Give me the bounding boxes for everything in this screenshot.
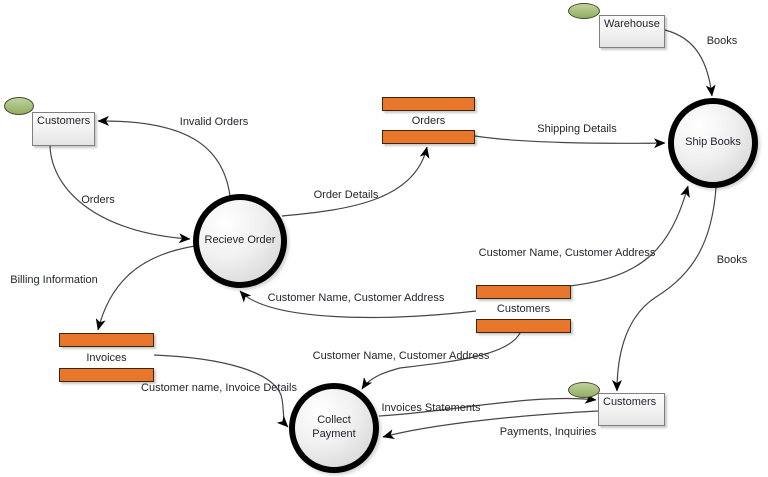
datastore-bar	[59, 333, 154, 347]
flow-label-orders: Orders	[81, 194, 115, 206]
flow-label-customer-address-ship: Customer Name, Customer Address	[478, 247, 656, 259]
entity-label: Customers	[603, 396, 657, 408]
flow-label-customer-address-collect: Customer Name, Customer Address	[312, 350, 490, 362]
process-ship-books[interactable]: Ship Books	[668, 98, 758, 188]
process-label: Recieve Order	[204, 234, 276, 247]
entity-warehouse-oval-icon	[568, 3, 600, 19]
flow-orders-connector[interactable]	[49, 145, 191, 244]
datastore-customers[interactable]: Customers	[476, 285, 571, 333]
flow-label-invalid-orders: Invalid Orders	[179, 116, 249, 128]
flow-label-customer-address-receive: Customer Name, Customer Address	[267, 292, 445, 304]
datastore-bar	[476, 285, 571, 299]
datastore-label: Customers	[496, 303, 551, 315]
entity-warehouse[interactable]: Warehouse	[599, 15, 665, 48]
flow-customer-address-to-receive-order-connector[interactable]	[239, 290, 477, 319]
process-label: Collect Payment	[312, 414, 356, 440]
flow-billing-information-connector[interactable]	[95, 245, 196, 331]
flow-payments-inquiries-connector[interactable]	[382, 410, 599, 440]
datastore-label: Invoices	[86, 351, 127, 364]
datastore-bar	[382, 97, 475, 111]
entity-customers-top-left-oval-icon	[4, 97, 34, 115]
datastore-bar	[59, 368, 154, 382]
entity-customers-top-left[interactable]: Customers	[32, 112, 95, 146]
flow-label-customer-invoice-details: Customer name, Invoice Details	[141, 382, 297, 394]
entity-customers-bottom-right-oval-icon	[568, 382, 600, 398]
flow-label-shipping-details: Shipping Details	[537, 123, 617, 135]
process-collect-payment[interactable]: Collect Payment	[289, 383, 379, 473]
flow-label-payments-inquiries: Payments, Inquiries	[499, 426, 597, 438]
datastore-orders[interactable]: Orders	[382, 97, 475, 144]
entity-label: Warehouse	[604, 18, 660, 30]
flow-label-books-customers: Books	[716, 254, 748, 266]
datastore-invoices[interactable]: Invoices	[59, 333, 154, 382]
flow-label-billing-information: Billing Information	[10, 274, 98, 286]
entity-customers-bottom-right[interactable]: Customers	[598, 393, 665, 426]
flow-invalid-orders-connector[interactable]	[97, 115, 231, 197]
process-receive-order[interactable]: Recieve Order	[193, 194, 287, 288]
flow-customer-address-to-ship-books-connector[interactable]	[569, 185, 690, 287]
datastore-label: Orders	[411, 114, 446, 127]
datastore-bar	[382, 130, 475, 144]
datastore-bar	[476, 319, 571, 333]
flow-label-books-warehouse: Books	[706, 35, 738, 47]
flow-order-details-connector[interactable]	[281, 146, 430, 217]
flow-invoices-statements-connector[interactable]	[378, 393, 597, 417]
flow-label-order-details: Order Details	[313, 189, 379, 201]
flow-label-invoices-statements: Invoices Statements	[381, 402, 481, 414]
flow-customer-address-to-collect-payment-connector[interactable]	[361, 332, 521, 390]
flow-books-to-customers-connector[interactable]	[612, 187, 717, 392]
flow-shipping-details-connector[interactable]	[474, 135, 666, 149]
flow-customer-invoice-details-connector[interactable]	[153, 354, 289, 428]
process-label: Ship Books	[685, 136, 741, 149]
flow-books-warehouse-connector[interactable]	[664, 29, 716, 97]
entity-label: Customers	[37, 115, 91, 127]
